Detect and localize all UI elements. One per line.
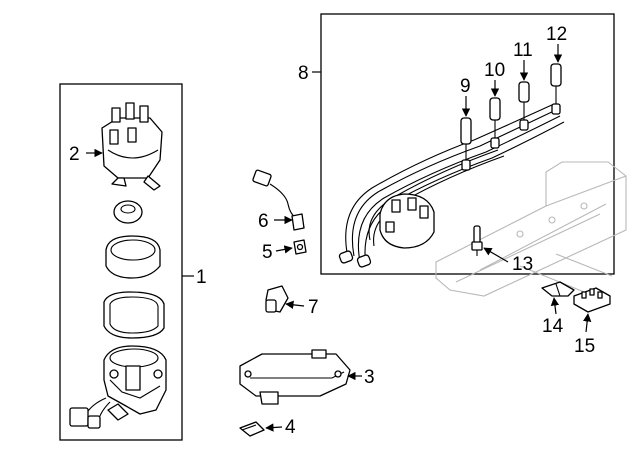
wire-set-distributor-end[interactable] <box>379 193 435 249</box>
distributor-assembly-frame <box>59 83 183 441</box>
callout-9: 9 <box>460 76 471 97</box>
leader-lines <box>86 44 592 432</box>
wire-holder-clamp[interactable] <box>573 287 611 313</box>
wire-boot-9[interactable] <box>460 117 472 171</box>
retaining-clip[interactable] <box>293 239 307 255</box>
callout-14: 14 <box>542 316 564 337</box>
spark-plug-wire-bundle[interactable] <box>345 103 565 267</box>
callout-8: 8 <box>298 63 309 84</box>
callout-3: 3 <box>364 367 375 388</box>
wire-bracket[interactable] <box>541 281 575 297</box>
callout-13: 13 <box>512 254 533 275</box>
callout-5: 5 <box>262 242 273 263</box>
wire-set-frame <box>320 13 615 275</box>
distributor-gasket[interactable] <box>103 291 165 339</box>
wire-set-coil-ends[interactable] <box>338 250 372 268</box>
wire-boot-11[interactable] <box>518 81 530 131</box>
ignition-control-module[interactable] <box>239 349 351 405</box>
spark-plug[interactable] <box>471 225 483 256</box>
callout-11: 11 <box>513 40 533 61</box>
callout-10: 10 <box>484 60 505 81</box>
distributor-housing[interactable] <box>103 345 167 421</box>
wire-boot-12[interactable] <box>550 63 562 115</box>
callout-1: 1 <box>196 267 207 288</box>
valve-cover-background <box>435 161 627 301</box>
distributor-rotor[interactable] <box>113 200 143 224</box>
callout-6: 6 <box>258 211 269 232</box>
harness-connector[interactable] <box>265 285 289 313</box>
distributor-cap[interactable] <box>101 102 163 191</box>
callout-2: 2 <box>69 144 80 165</box>
callout-4: 4 <box>285 417 296 438</box>
sensor-with-lead[interactable] <box>252 169 305 231</box>
callout-15: 15 <box>574 336 595 357</box>
insulator-pad[interactable] <box>239 421 265 437</box>
callout-12: 12 <box>546 24 567 45</box>
distributor-connector[interactable] <box>69 397 111 429</box>
callout-7: 7 <box>308 297 319 318</box>
wire-boot-10[interactable] <box>489 97 501 149</box>
distributor-inner-cover[interactable] <box>105 235 161 279</box>
